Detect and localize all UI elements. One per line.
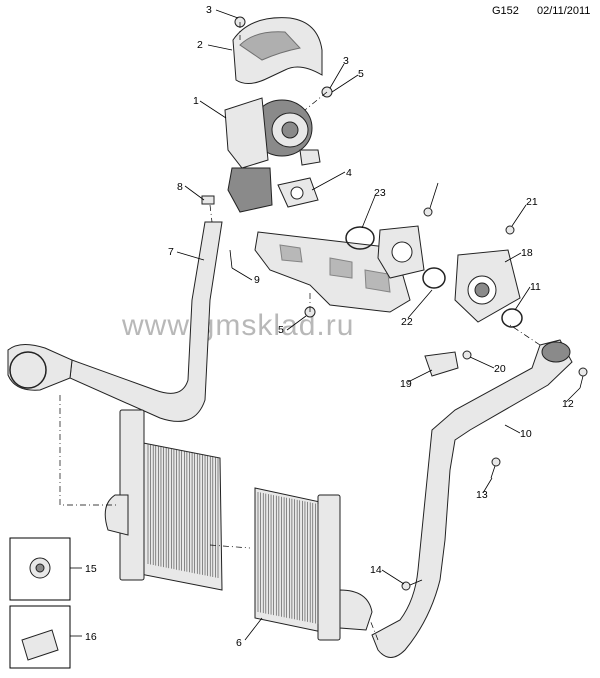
callout-12: 12 xyxy=(562,398,574,410)
callout-20: 21 xyxy=(526,196,538,208)
callout-19: 20 xyxy=(494,363,506,375)
callout-7: 7 xyxy=(168,246,174,258)
callouts: 3 2 3 5 1 4 8 7 9 5 23 21 18 11 22 19 20… xyxy=(85,4,574,649)
callout-21: 22 xyxy=(401,316,413,328)
callout-18: 19 xyxy=(400,378,412,390)
o-ring-22 xyxy=(345,226,375,250)
bolt-19 xyxy=(462,350,472,360)
diagram-code: G152 xyxy=(492,5,519,17)
callout-2: 2 xyxy=(197,39,203,51)
callout-6: 6 xyxy=(236,637,242,649)
intercooler xyxy=(254,487,373,641)
intake-adapter xyxy=(377,225,425,279)
intercooler-left xyxy=(104,409,223,591)
turbocharger xyxy=(224,97,321,213)
watermark: www.gmsklad.ru xyxy=(121,309,354,342)
bolt-12 xyxy=(578,367,588,389)
callout-16: 16 xyxy=(85,631,97,643)
bolt-20 xyxy=(505,225,515,235)
callout-1: 1 xyxy=(193,95,199,107)
bolt-9 xyxy=(229,249,233,269)
inset-15 xyxy=(9,537,71,601)
throttle-body xyxy=(454,249,521,323)
callout-4: 4 xyxy=(346,167,352,179)
pipe-7 xyxy=(7,221,223,422)
bolt-23 xyxy=(423,207,433,217)
callout-3-top: 3 xyxy=(206,4,212,16)
callout-15: 15 xyxy=(85,563,97,575)
bracket-18 xyxy=(424,351,459,377)
inset-16 xyxy=(9,605,71,669)
callout-8: 8 xyxy=(177,181,183,193)
callout-9: 9 xyxy=(254,274,260,286)
o-ring-21 xyxy=(422,267,446,289)
callout-13: 13 xyxy=(476,489,488,501)
callout-5-lower: 5 xyxy=(278,324,284,336)
clip-8 xyxy=(201,195,215,205)
assembly-lines xyxy=(59,22,541,641)
gasket xyxy=(277,177,319,208)
callout-11: 11 xyxy=(530,281,541,293)
bolt-13 xyxy=(490,457,501,479)
callout-3-mid: 3 xyxy=(343,55,349,67)
callout-17: 18 xyxy=(521,247,533,259)
callout-14: 14 xyxy=(370,564,382,576)
callout-10: 10 xyxy=(520,428,532,440)
heat-shield xyxy=(232,17,323,84)
callout-5-upper: 5 xyxy=(358,68,364,80)
diagram-date: 02/11/2011 xyxy=(537,5,591,17)
leader-lines xyxy=(70,9,581,641)
o-ring-11 xyxy=(501,308,523,328)
callout-22: 23 xyxy=(374,187,386,199)
